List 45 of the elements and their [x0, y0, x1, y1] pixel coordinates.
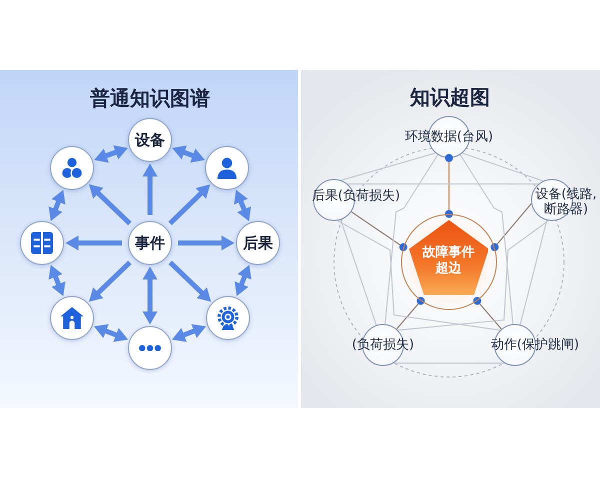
- panel-title: 知识超图: [410, 85, 490, 109]
- circle-node: 设备: [128, 118, 172, 162]
- double-arrow: [94, 145, 128, 163]
- arrow: [88, 184, 132, 226]
- node-label: 设备(线路,断路器): [534, 187, 598, 217]
- connector-line: [473, 296, 502, 330]
- double-arrow: [142, 266, 158, 324]
- connector-line: [384, 154, 438, 324]
- double-arrow: [172, 145, 205, 163]
- circle-node: [50, 296, 94, 340]
- arrow: [178, 236, 234, 250]
- connector-line: [398, 220, 549, 331]
- circle-node: [20, 221, 64, 265]
- double-arrow: [94, 324, 128, 342]
- circle-node: 后果: [236, 221, 280, 265]
- connector-line: [396, 296, 425, 330]
- connector-line: [348, 183, 538, 184]
- double-arrow: [48, 264, 66, 296]
- double-arrow: [48, 190, 66, 222]
- connector-line: [340, 220, 377, 326]
- connector-line: [341, 152, 436, 181]
- arrow: [142, 164, 158, 215]
- panel: [0, 70, 298, 408]
- connector-line: [394, 362, 504, 364]
- double-arrow: [172, 324, 206, 342]
- circle-node: [128, 326, 172, 370]
- connector-line: [351, 211, 408, 252]
- circle-node: [50, 146, 94, 190]
- connector-line: [337, 220, 500, 331]
- circle-node: 事件: [128, 221, 172, 265]
- panel: [301, 70, 600, 408]
- arrow: [168, 260, 212, 302]
- arrow: [66, 236, 122, 250]
- connector-line: [490, 203, 532, 252]
- connector-line: [462, 152, 544, 182]
- double-arrow: [234, 264, 252, 296]
- circle-node: [205, 146, 249, 190]
- arrow: [88, 260, 132, 302]
- node-label: 故障事件超边: [421, 244, 476, 276]
- arrow: [168, 184, 210, 226]
- double-arrow: [234, 190, 251, 222]
- connector-line: [460, 154, 514, 324]
- panel-title: 普通知识图谱: [90, 86, 210, 110]
- circle-node: [206, 296, 250, 340]
- connector-line: [520, 220, 548, 325]
